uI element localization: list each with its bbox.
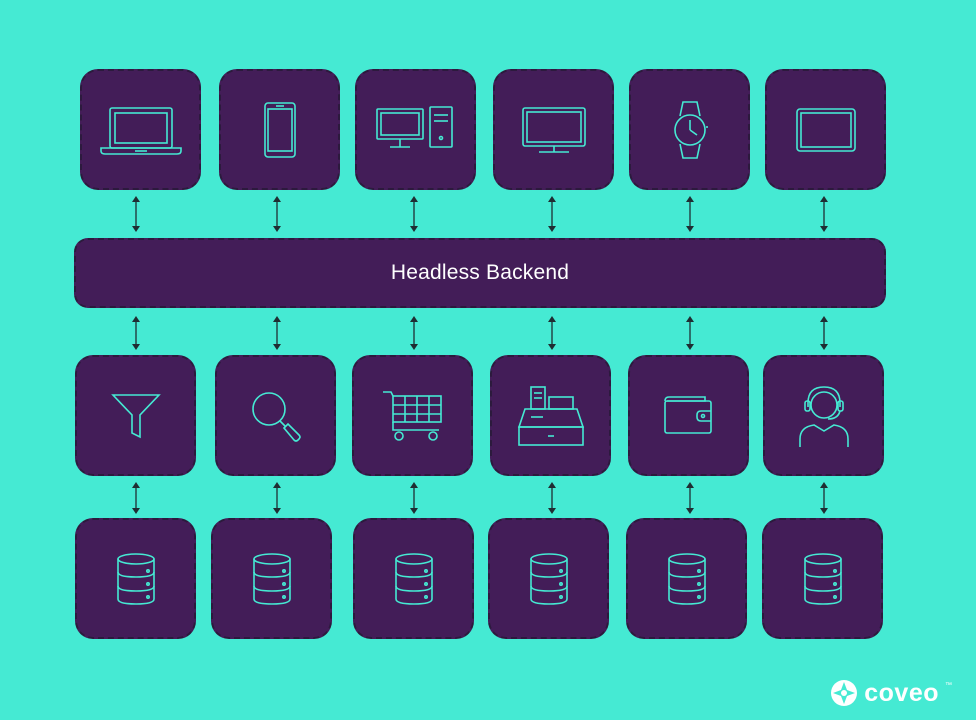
database-icon	[252, 552, 291, 605]
service-box-cart	[352, 355, 473, 476]
monitor-icon	[521, 106, 586, 153]
bidirectional-arrow	[132, 196, 140, 232]
brand-trademark: ™	[945, 682, 952, 689]
shopping-cart-icon	[382, 390, 442, 441]
bidirectional-arrow	[548, 316, 556, 350]
service-box-search	[215, 355, 336, 476]
bidirectional-arrow	[132, 482, 140, 514]
service-box-filter	[75, 355, 196, 476]
database-box-1	[75, 518, 196, 639]
smartwatch-icon	[673, 100, 708, 159]
database-box-5	[626, 518, 747, 639]
tablet-icon	[795, 107, 856, 152]
database-icon	[116, 552, 155, 605]
bidirectional-arrow	[686, 482, 694, 514]
service-box-register	[490, 355, 611, 476]
bidirectional-arrow	[548, 196, 556, 232]
bidirectional-arrow	[820, 316, 828, 350]
database-box-3	[353, 518, 474, 639]
database-icon	[529, 552, 568, 605]
bidirectional-arrow	[273, 196, 281, 232]
bidirectional-arrow	[410, 482, 418, 514]
bidirectional-arrow	[273, 316, 281, 350]
bidirectional-arrow	[686, 316, 694, 350]
database-icon	[667, 552, 706, 605]
database-icon	[394, 552, 433, 605]
cash-register-icon	[517, 385, 584, 446]
database-box-2	[211, 518, 332, 639]
service-box-wallet	[628, 355, 749, 476]
bidirectional-arrow	[820, 196, 828, 232]
coveo-logo-mark-icon	[831, 680, 858, 706]
device-box-phone	[219, 69, 340, 190]
headless-backend: Headless Backend	[74, 238, 886, 308]
database-box-4	[488, 518, 609, 639]
brand-name: coveo	[864, 678, 939, 707]
coveo-logo: coveo ™	[830, 678, 952, 708]
bidirectional-arrow	[132, 316, 140, 350]
device-box-desktop	[355, 69, 476, 190]
wallet-icon	[663, 395, 712, 434]
bidirectional-arrow	[548, 482, 556, 514]
device-box-monitor	[493, 69, 614, 190]
backend-label: Headless Backend	[390, 261, 570, 284]
bidirectional-arrow	[410, 316, 418, 350]
device-box-tablet	[765, 69, 886, 190]
customer-support-headset-icon	[798, 385, 849, 447]
bidirectional-arrow	[410, 196, 418, 232]
database-box-6	[762, 518, 883, 639]
desktop-computer-icon	[375, 105, 453, 148]
search-magnifier-icon	[251, 391, 301, 442]
bidirectional-arrow	[820, 482, 828, 514]
bidirectional-arrow	[686, 196, 694, 232]
database-icon	[803, 552, 842, 605]
device-box-laptop	[80, 69, 201, 190]
laptop-icon	[99, 106, 182, 155]
device-box-smartwatch	[629, 69, 750, 190]
service-box-support	[763, 355, 884, 476]
filter-funnel-icon	[110, 393, 161, 438]
phone-icon	[263, 101, 296, 158]
bidirectional-arrow	[273, 482, 281, 514]
